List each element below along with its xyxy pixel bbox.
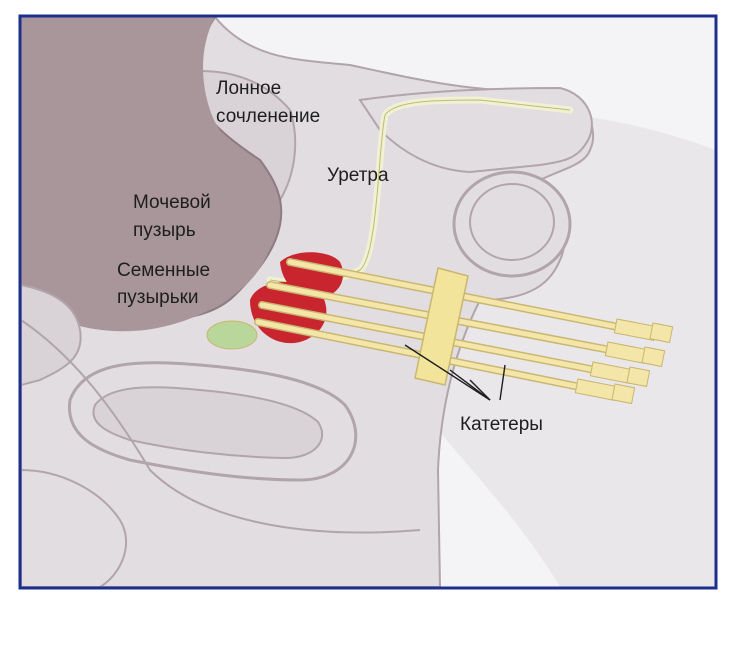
perineum-curve (21, 319, 421, 534)
diagram-frame (18, 14, 718, 590)
bladder-body (21, 17, 275, 332)
label-pubic-symphysis-line1: Лонное (216, 78, 281, 99)
label-seminal-vesicles-line2: пузырьки (117, 287, 199, 308)
catheter-callout-lines (404, 344, 506, 401)
label-bladder-line2: пузырь (133, 220, 196, 241)
label-catheters: Катетеры (460, 414, 543, 435)
sacrum-lower (21, 468, 128, 587)
testis-inner (469, 183, 555, 261)
label-bladder-line1: Мочевой (133, 192, 211, 213)
seminal-vesicle (206, 320, 258, 350)
template-plate (414, 267, 469, 386)
label-seminal-vesicles-line1: Семенные (117, 260, 210, 281)
label-urethra: Уретра (327, 165, 389, 186)
sacrum (21, 283, 82, 387)
label-pubic-symphysis-line2: сочленение (216, 106, 320, 127)
rectum-inner (92, 386, 324, 460)
